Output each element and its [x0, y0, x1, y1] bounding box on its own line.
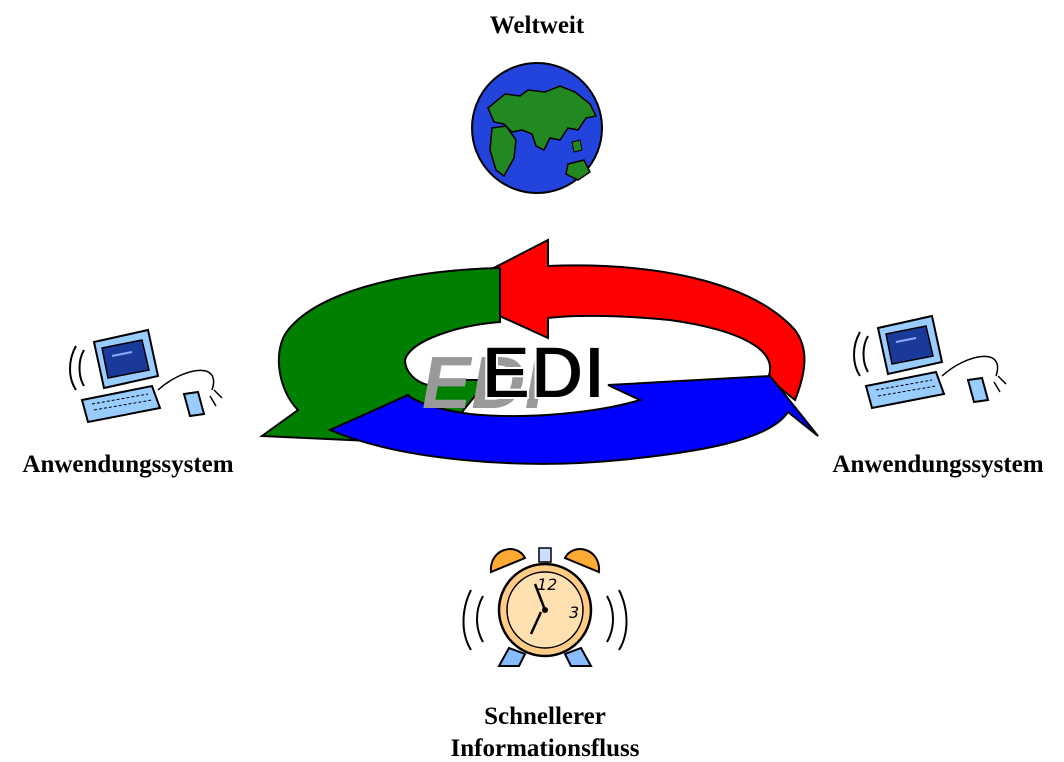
edi-text: EDI: [481, 331, 604, 414]
label-anwendungssystem-right: Anwendungssystem: [832, 451, 1043, 478]
clock-numeral-12: 12: [537, 575, 557, 594]
label-anwendungssystem-left: Anwendungssystem: [22, 451, 233, 478]
green-arrow: [259, 266, 501, 446]
computer-icon-right: [853, 314, 1007, 410]
globe-icon: [471, 62, 603, 194]
edi-title: EDI EDI: [416, 330, 606, 424]
computer-icon-left: [69, 328, 223, 424]
clock-numeral-3: 3: [569, 603, 579, 622]
label-schnellerer: Schnellerer: [484, 703, 606, 730]
cycle-arrows: [259, 238, 819, 465]
edi-shadow: EDI: [416, 341, 554, 424]
alarm-clock-icon: 12 3: [462, 547, 628, 667]
label-informationsfluss: Informationsfluss: [451, 735, 640, 762]
label-weltweit: Weltweit: [490, 12, 585, 39]
blue-arrow: [327, 374, 819, 465]
